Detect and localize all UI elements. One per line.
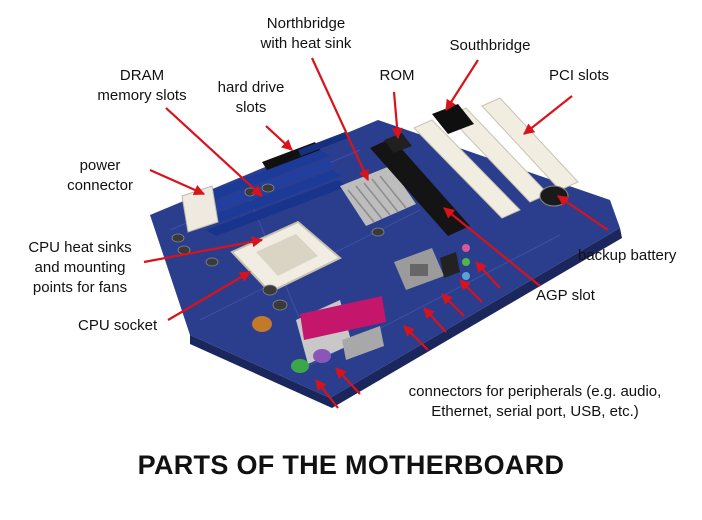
label-rom: ROM [379, 67, 415, 84]
arrow-connector-5 [441, 293, 465, 317]
inductor-coil [252, 316, 272, 332]
io-panel-shape [291, 244, 470, 373]
arrow-connector-6 [459, 279, 483, 303]
arrow-power [149, 168, 206, 196]
arrow-cpu-socket [167, 271, 251, 321]
arrow-connector-3 [403, 325, 429, 351]
arrow-backup-battery [557, 195, 609, 231]
southbridge-chip-shape [432, 104, 474, 134]
arrow-connector-1 [315, 379, 339, 409]
arrow-northbridge [311, 57, 369, 181]
arrow-hard-drive [265, 125, 293, 151]
arrow-agp [443, 207, 541, 287]
label-pci: PCI slots [548, 67, 609, 84]
pci-slots-shape [413, 97, 579, 219]
label-northbridge: Northbridge with heat sink [260, 15, 352, 52]
motherboard-image [150, 97, 622, 408]
arrow-cpu-heat-sinks [143, 236, 264, 264]
label-dram: DRAM memory slots [97, 67, 187, 104]
label-cpu-heat-sinks: CPU heat sinks and mounting points for f… [28, 239, 132, 296]
label-cpu-socket: CPU socket [78, 317, 158, 334]
pointer-arrows [143, 57, 609, 409]
northbridge-heatsink-shape [340, 166, 416, 226]
rom-chip-shape [384, 133, 412, 153]
label-hard-drive: hard drive slots [217, 79, 285, 116]
arrow-pci [523, 95, 573, 135]
arrow-southbridge [445, 59, 479, 111]
arrow-dram [165, 107, 263, 197]
label-connectors: connectors for peripherals (e.g. audio, … [408, 383, 662, 420]
arrow-connector-4 [423, 307, 447, 333]
label-power: power connector [67, 157, 133, 194]
arrow-connector-7 [475, 261, 501, 289]
capacitors [171, 183, 385, 311]
label-agp: AGP slot [536, 287, 595, 304]
arrow-rom [391, 91, 403, 140]
label-backup-battery: backup battery [578, 247, 677, 264]
arrow-connector-2 [335, 367, 361, 395]
backup-battery-shape [539, 185, 569, 207]
label-southbridge: Southbridge [449, 37, 531, 54]
page-title: PARTS OF THE MOTHERBOARD [137, 450, 565, 480]
